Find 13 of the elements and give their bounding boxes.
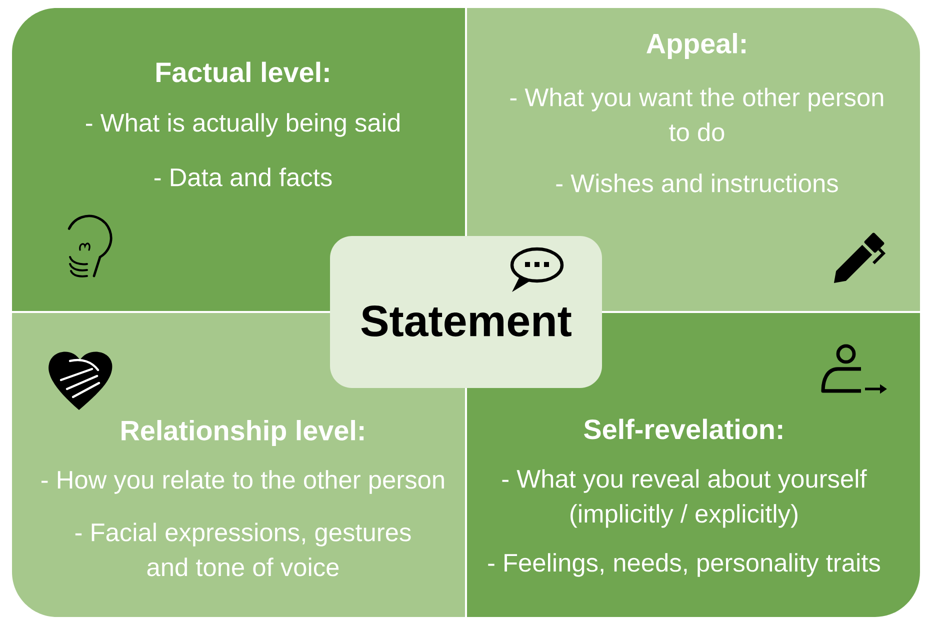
bullet-text: - What you want the other person to do [510, 88, 884, 142]
bullet-text: - Facial expressions, gestures and tone of voice [75, 522, 411, 576]
bullet-text: - Feelings, needs, personality traits [488, 553, 880, 577]
bullet-text: - What you reveal about yourself (implicitly / explicitly) [502, 469, 867, 528]
heading: Self-revelation: [584, 418, 782, 440]
heading: Appeal: [646, 33, 746, 59]
bullet-text: - How you relate to the other person [42, 470, 444, 494]
statement-box: Statement [330, 236, 602, 388]
heading: Relationship level: [122, 420, 364, 446]
bullet-text: - Wishes and instructions [556, 174, 838, 192]
bullet-text: - Data and facts [154, 168, 332, 186]
bullet-text: - What is actually being said [86, 113, 400, 137]
heading: Factual level: [156, 62, 329, 82]
